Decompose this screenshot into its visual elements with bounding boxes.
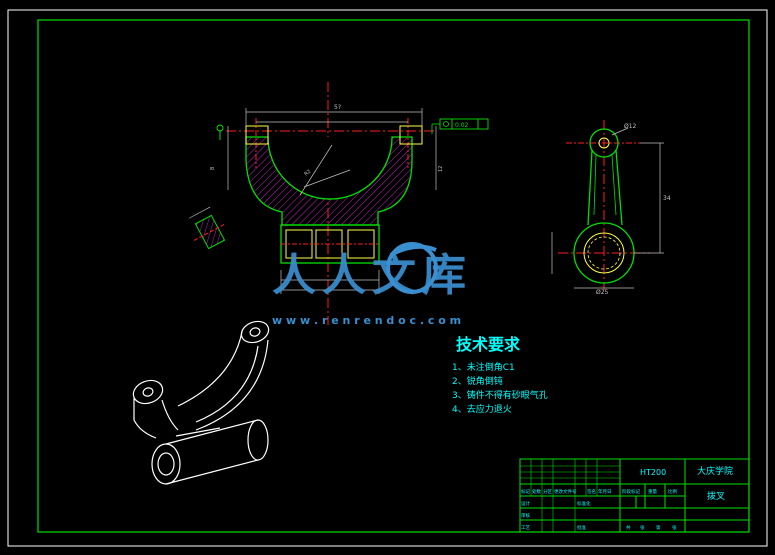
tb-school: 大庆学院 [697, 465, 733, 477]
watermark: 人人文库 w w w . r e n r e n d o c . c o m [272, 242, 472, 327]
requirement-item-1: 1、未注倒角C1 [452, 361, 515, 373]
isometric-view [132, 320, 270, 485]
outer-frame [7, 9, 768, 547]
svg-text:设计: 设计 [521, 500, 530, 507]
svg-text:审核: 审核 [521, 512, 530, 519]
svg-text:批准: 批准 [577, 524, 586, 531]
dim-radius: R2 [303, 169, 312, 178]
svg-text:标记: 标记 [521, 488, 530, 495]
front-view: 5? 0.02 [216, 82, 489, 325]
left-lug [245, 125, 269, 145]
upper-boss [589, 128, 619, 158]
svg-text:张: 张 [672, 524, 677, 531]
svg-text:第: 第 [656, 524, 661, 531]
svg-text:年月日: 年月日 [598, 488, 612, 495]
svg-text:阶段标记: 阶段标记 [622, 488, 640, 495]
svg-text:标准化: 标准化 [577, 500, 591, 507]
requirements-title: 技术要求 [456, 335, 521, 354]
watermark-url: w w w . r e n r e n d o c . c o m [272, 314, 461, 327]
right-lug [399, 125, 423, 145]
section-detail [188, 206, 227, 250]
dim-top-overall: 5? [334, 104, 341, 111]
svg-text:签名: 签名 [587, 488, 596, 495]
requirement-item-4: 4、去应力退火 [452, 403, 512, 415]
svg-text:0.02: 0.02 [455, 122, 469, 129]
title-block [519, 458, 750, 533]
side-view: 34 Ø12 Ø25 [551, 120, 671, 296]
dim-small-1: 8 [210, 167, 216, 170]
dim-side-circle: Ø12 [624, 123, 637, 130]
tb-part-name: 拨叉 [707, 490, 725, 502]
svg-text:处数: 处数 [532, 488, 541, 495]
svg-text:比例: 比例 [668, 488, 677, 495]
requirement-item-2: 2、锐角倒钝 [452, 375, 503, 387]
svg-text:重量: 重量 [648, 488, 657, 495]
svg-text:更改文件号: 更改文件号 [554, 488, 577, 495]
requirement-item-3: 3、铸件不得有砂眼气孔 [452, 389, 548, 401]
inner-frame [37, 19, 750, 533]
technical-requirements: 技术要求 1、未注倒角C1 2、锐角倒钝 3、铸件不得有砂眼气孔 4、去应力退火 [452, 335, 548, 415]
tb-material: HT200 [640, 468, 666, 477]
dim-side-height: 34 [663, 195, 671, 202]
title-block-text: HT200 大庆学院 拨叉 标记 处数 分区 更改文件号 签名 年月日 设计 标… [521, 465, 733, 531]
svg-text:分区: 分区 [543, 488, 552, 495]
lever-arm [587, 149, 623, 226]
dim-small-2: 12 [438, 166, 444, 172]
svg-text:共: 共 [626, 524, 631, 531]
dim-side-bottom: Ø25 [596, 289, 609, 296]
datum-marker-left [216, 124, 224, 132]
svg-text:工艺: 工艺 [521, 525, 530, 531]
watermark-brand: 人人文库 [272, 250, 472, 301]
gdt-frame: 0.02 [431, 118, 489, 134]
svg-text:张: 张 [640, 524, 645, 531]
dimension-lines [227, 108, 437, 294]
